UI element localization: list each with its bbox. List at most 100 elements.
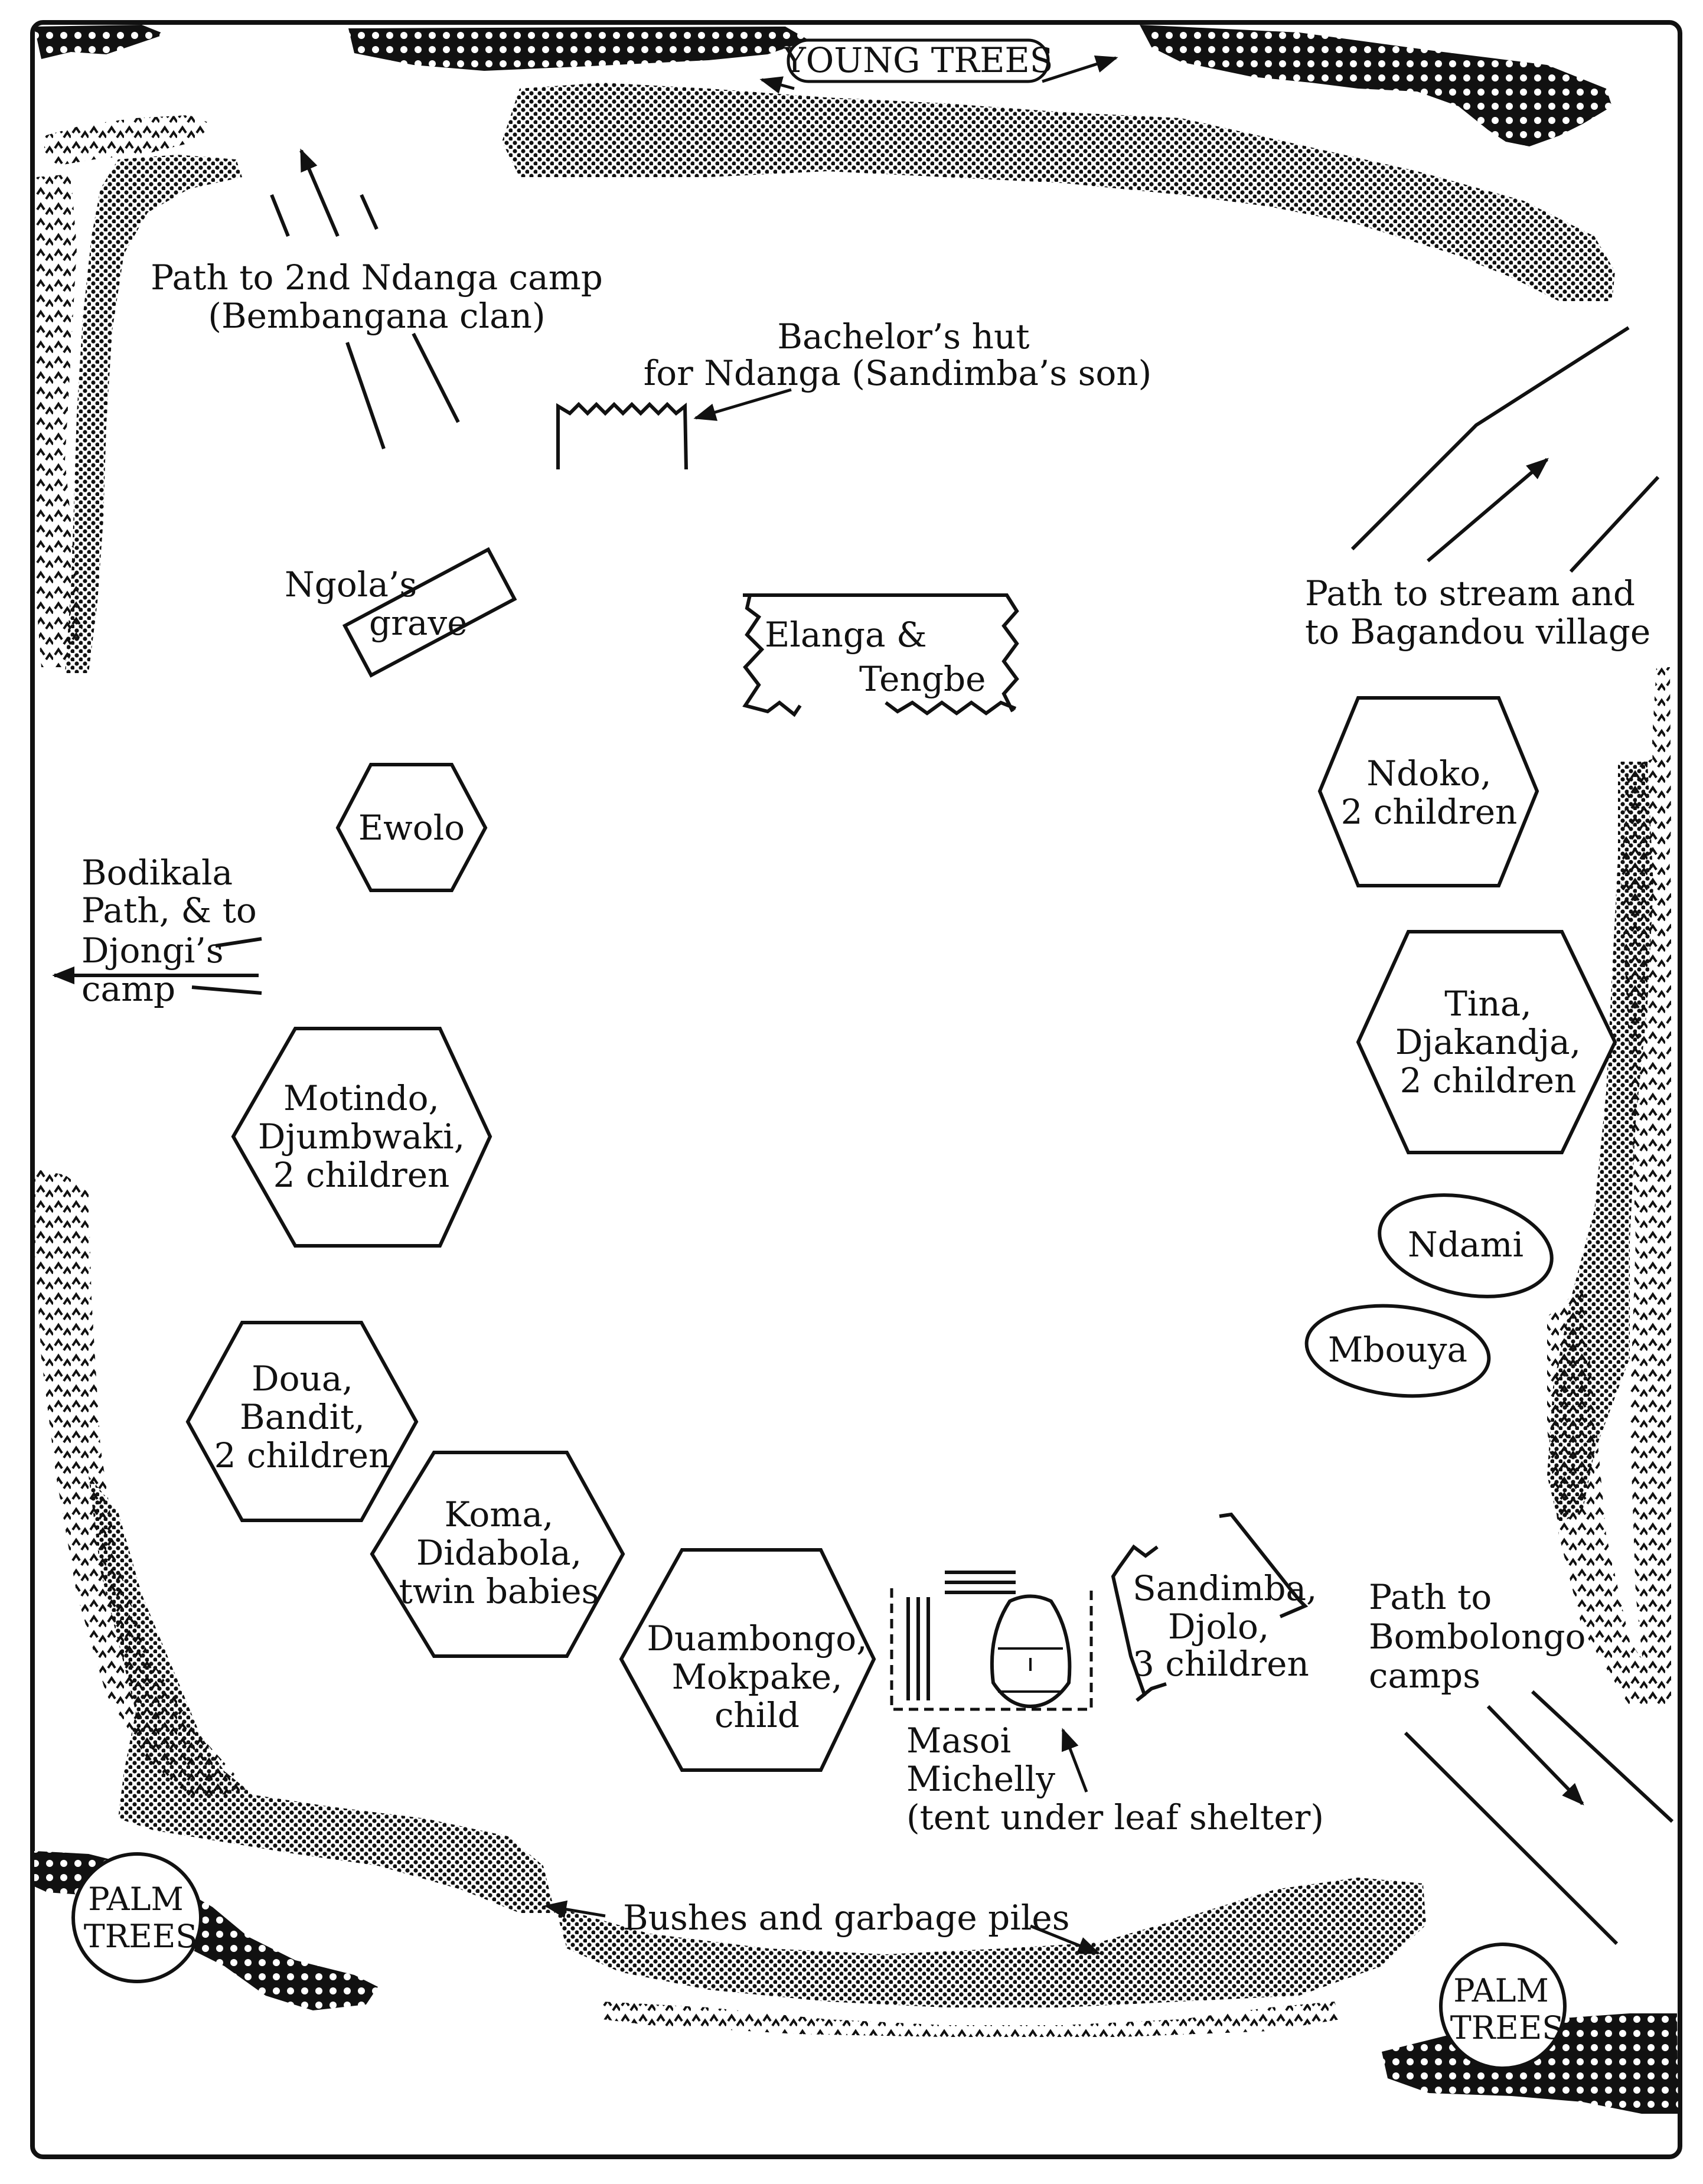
palm-trees-right-line-1: PALM [1453, 1972, 1549, 2009]
ngolas-grave-label-line-1: Ngola’s [285, 564, 417, 605]
hut-duambongo: Duambongo, Mokpake, child [619, 1548, 876, 1772]
bushes-arrow-right [1030, 1924, 1101, 1955]
path-stream-line-upper [1350, 326, 1630, 551]
sandimba-label-line-1: Sandimba, [1133, 1568, 1317, 1608]
path-2nd-line-5 [412, 332, 460, 423]
path-2nd-line-3 [360, 194, 379, 230]
hut-koma: Koma, Didabola, twin babies [370, 1451, 625, 1658]
hut-ewolo-shape [335, 763, 488, 892]
palm-trees-left-circle [71, 1852, 203, 1983]
hut-motindo-label-line-3: 2 children [273, 1155, 450, 1195]
young-trees-label-box [787, 38, 1050, 83]
young-trees-arrow-left [759, 76, 795, 94]
young-trees-label: YOUNG TREES [759, 38, 1118, 94]
bachelors-hut: Bachelor’s hut for Ndanga (Sandimba’s so… [556, 316, 1151, 470]
hut-doua-label-line-3: 2 children [214, 1435, 391, 1475]
bombolongo-label-line-3: camps [1369, 1656, 1480, 1696]
sandimba-hut: Sandimba, Djolo, 3 children [1111, 1512, 1317, 1702]
hut-motindo: Motindo, Djumbwaki, 2 children [231, 1027, 492, 1248]
bombolongo-line-lower [1404, 1731, 1619, 1945]
palm-trees-right-line-2: TREES [1450, 2009, 1564, 2046]
bodikala-label-line-4: camp [81, 969, 175, 1009]
hut-koma-label-line-3: twin babies [399, 1571, 599, 1611]
bombolongo-label-line-2: Bombolongo [1369, 1617, 1585, 1657]
bodikala-path: Bodikala Path, & to Djongi’s camp [52, 853, 262, 1009]
ngolas-grave: Ngola’s grave [285, 547, 517, 678]
young-trees-label-text: YOUNG TREES [782, 40, 1053, 80]
bushes-top-band [502, 83, 1615, 301]
bushes-right-lower-carets [1547, 1287, 1671, 1706]
bushes-left-curve-carets [35, 174, 83, 667]
ngolas-grave-box [342, 547, 517, 678]
hut-koma-label-line-2: Didabola, [416, 1533, 582, 1573]
elanga-tengbe-shape [742, 593, 1019, 717]
hut-ewolo-label: Ewolo [358, 808, 465, 848]
hut-ndoko-label-line-2: 2 children [1341, 792, 1518, 832]
sandimba-label-line-3: 3 children [1133, 1644, 1309, 1684]
path-2nd-line-4 [345, 342, 386, 449]
hut-motindo-shape [231, 1027, 492, 1248]
palm-trees-left-line-2: TREES [84, 1918, 198, 1955]
bombolongo-label-line-1: Path to [1369, 1577, 1492, 1617]
tent-shape [990, 1594, 1072, 1709]
hut-ndami: Ndami [1378, 1193, 1554, 1298]
path-to-2nd-ndanga-camp: Path to 2nd Ndanga camp (Bembangana clan… [151, 148, 603, 449]
bachelors-hut-arrow [693, 388, 792, 421]
young-trees-top-left-patch [34, 25, 165, 59]
hut-motindo-label-line-1: Motindo, [283, 1078, 439, 1118]
bushes-left-curve-dots [65, 155, 242, 673]
hut-mbouya-shape [1304, 1304, 1491, 1398]
hut-doua: Doua, Bandit, 2 children [185, 1321, 419, 1522]
hut-ndoko: Ndoko, 2 children [1317, 696, 1539, 887]
hut-ewolo: Ewolo [335, 763, 488, 892]
elanga-tengbe-label-line-1: Elanga & [765, 615, 927, 655]
bombolongo-arrow [1486, 1705, 1584, 1806]
bushes-arrow-left [544, 1900, 606, 1918]
masoi-tent: Masoi Michelly (tent under leaf shelter) [890, 1571, 1324, 1837]
palm-trees-right: PALM TREES [1439, 1943, 1567, 2070]
masoi-arrow [1061, 1728, 1088, 1793]
hut-motindo-label-line-2: Djumbwaki, [258, 1117, 465, 1157]
hut-duambongo-label-line-3: child [715, 1695, 800, 1735]
bachelors-hut-label-line-2: for Ndanga (Sandimba’s son) [644, 353, 1151, 393]
masoi-label-line-1: Masoi [906, 1721, 1011, 1761]
bushes-left-lower-carets [34, 1169, 248, 1801]
path-to-stream: Path to stream and to Bagandou village [1305, 326, 1660, 652]
palm-trees-left-line-1: PALM [88, 1881, 184, 1918]
ngolas-grave-label-line-2: grave [369, 603, 468, 643]
tent-dashed-outline [890, 1588, 1093, 1711]
young-trees-top-right-band [1140, 25, 1612, 146]
bachelors-hut-shape [556, 401, 688, 470]
bushes-bottom-dots [555, 1878, 1426, 2007]
bushes-left-lower-dots [89, 1476, 555, 1913]
path-stream-arrow [1427, 458, 1549, 563]
hut-duambongo-label-line-1: Duambongo, [647, 1618, 867, 1659]
hut-tina-label-line-1: Tina, [1444, 984, 1532, 1024]
hut-koma-shape [370, 1451, 625, 1658]
elanga-tengbe-label-line-2: Tengbe [859, 659, 986, 699]
elanga-tengbe-hut: Elanga & Tengbe [742, 593, 1019, 717]
hut-ndami-shape [1378, 1193, 1554, 1298]
bodikala-line-lower [191, 985, 262, 995]
bushes-bottom-carets [602, 2002, 1340, 2037]
palm-trees-left: PALM TREES [71, 1852, 203, 1983]
hut-duambongo-label-line-2: Mokpake, [671, 1657, 842, 1697]
hut-doua-label-line-1: Doua, [252, 1359, 353, 1399]
hut-mbouya-label: Mbouya [1328, 1330, 1467, 1370]
hut-ndami-label: Ndami [1408, 1225, 1523, 1265]
path-stream-label-line-2: to Bagandou village [1305, 612, 1650, 652]
path-2nd-line-2 [299, 148, 340, 237]
hut-doua-shape [185, 1321, 419, 1522]
map-frame [30, 20, 1682, 2159]
masoi-label-line-3: (tent under leaf shelter) [906, 1797, 1324, 1837]
sandimba-label-line-2: Djolo, [1168, 1607, 1269, 1647]
palm-trees-right-circle [1439, 1943, 1567, 2070]
path-to-bombolongo: Path to Bombolongo camps [1369, 1577, 1674, 1945]
path-2nd-label-line-1: Path to 2nd Ndanga camp [151, 257, 603, 298]
hut-ndoko-label-line-1: Ndoko, [1366, 753, 1491, 794]
bushes-garbage-text: Bushes and garbage piles [623, 1898, 1069, 1938]
path-stream-line-lower [1569, 475, 1660, 573]
hut-duambongo-shape [619, 1548, 876, 1772]
path-stream-label-line-1: Path to stream and [1305, 573, 1635, 613]
